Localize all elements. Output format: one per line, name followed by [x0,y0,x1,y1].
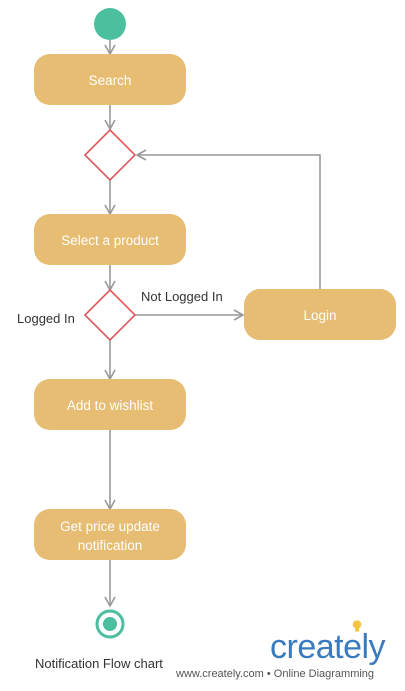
decision-node-2 [83,288,137,342]
action-add-to-wishlist[interactable]: Add to wishlist [34,379,186,430]
lightbulb-icon [352,620,362,632]
action-price-update-label-line1: Get price update [60,519,160,534]
action-add-to-wishlist-label: Add to wishlist [67,398,154,413]
action-select-product[interactable]: Select a product [34,214,186,265]
edge-label-not-logged-in: Not Logged In [141,289,223,304]
end-node [95,609,125,639]
action-price-update-label-line2: notification [78,538,143,553]
action-price-update[interactable]: Get price update notification [34,509,186,560]
creately-tagline[interactable]: www.creately.com • Online Diagramming [176,668,375,680]
start-node [94,8,126,40]
action-search[interactable]: Search [34,54,186,105]
action-search-label: Search [89,73,132,88]
connectors [104,40,321,608]
creately-logo[interactable]: creately [270,628,386,666]
action-select-product-label: Select a product [61,233,159,248]
action-login-label: Login [303,308,336,323]
diagram-caption: Notification Flow chart [35,656,163,671]
action-login[interactable]: Login [244,289,396,340]
edge-login-to-decision1 [135,149,321,289]
decision-node-1 [83,128,137,182]
edge-label-logged-in: Logged In [17,311,75,326]
